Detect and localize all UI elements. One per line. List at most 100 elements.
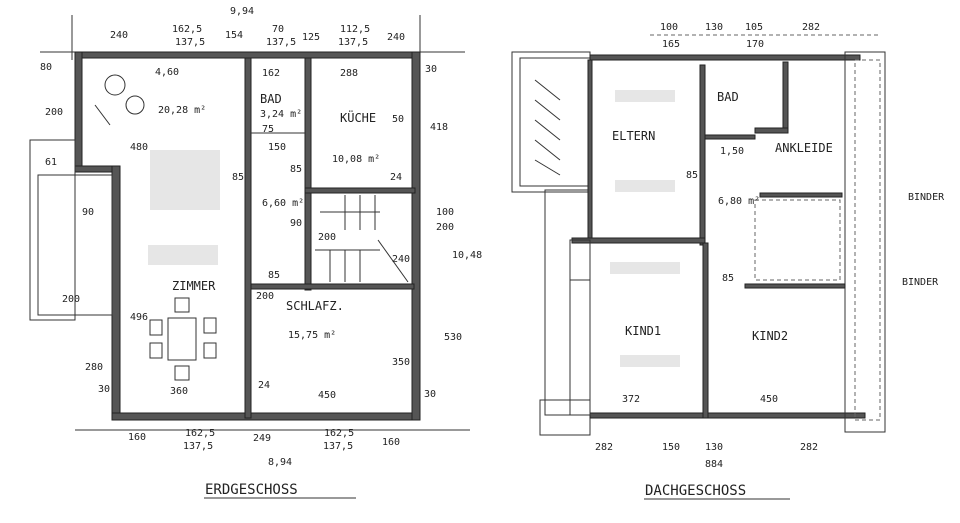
- wall: [111, 165, 121, 421]
- wall: [304, 187, 416, 194]
- dim: 450: [760, 394, 778, 405]
- wall: [704, 134, 756, 140]
- room-label-ankleide: ANKLEIDE: [775, 141, 833, 155]
- dim: 282: [802, 22, 820, 33]
- roof-strip: [539, 399, 591, 436]
- dim: 240: [110, 30, 128, 41]
- wall: [782, 61, 789, 133]
- dim: 30: [425, 64, 437, 75]
- dim: 125: [302, 32, 320, 43]
- room-label-kind1: KIND1: [625, 324, 661, 338]
- dim: 4,60: [155, 67, 179, 78]
- dim: 282: [595, 442, 613, 453]
- wall: [571, 237, 706, 244]
- roof-strip: [519, 57, 591, 187]
- room-label-zimmer: ZIMMER: [172, 279, 216, 293]
- dim: 240: [392, 254, 410, 265]
- dim: 137,5: [266, 37, 296, 48]
- dim: 1,50: [720, 146, 744, 157]
- dim: 70: [272, 24, 284, 35]
- roof-strip: [544, 189, 591, 416]
- dim: 137,5: [323, 441, 353, 452]
- dim: 162,5: [172, 24, 202, 35]
- dim: 496: [130, 312, 148, 323]
- terrace: [37, 174, 113, 316]
- dim: 61: [45, 157, 57, 168]
- blurred-area: [150, 150, 220, 210]
- dim: 137,5: [183, 441, 213, 452]
- staircase: [754, 199, 841, 281]
- dim: 154: [225, 30, 243, 41]
- roof-strip: [844, 51, 886, 433]
- wall: [759, 192, 843, 198]
- dim: 30: [98, 384, 110, 395]
- dim: 530: [444, 332, 462, 343]
- dim: 112,5: [340, 24, 370, 35]
- blurred-area: [620, 355, 680, 367]
- dim: 360: [170, 386, 188, 397]
- dim: 24: [258, 380, 270, 391]
- dim: 350: [392, 357, 410, 368]
- dim: 85: [290, 164, 302, 175]
- room-area: 6,80 m²: [718, 196, 760, 207]
- dim: 24: [390, 172, 402, 183]
- dim: 137,5: [338, 37, 368, 48]
- dim: 200: [62, 294, 80, 305]
- dim: 150: [662, 442, 680, 453]
- dim: 150: [268, 142, 286, 153]
- dim: 75: [262, 124, 274, 135]
- dim: 130: [705, 442, 723, 453]
- dim: 200: [436, 222, 454, 233]
- dim: 137,5: [175, 37, 205, 48]
- wall: [589, 412, 866, 419]
- binder-label: BINDER: [902, 277, 939, 288]
- dim: 884: [705, 459, 723, 470]
- dim: 200: [45, 107, 63, 118]
- room-label-kind2: KIND2: [752, 329, 788, 343]
- dim: 50: [392, 114, 404, 125]
- dim: 90: [82, 207, 94, 218]
- wall: [744, 283, 846, 289]
- room-label-kueche: KÜCHE: [340, 109, 376, 125]
- wall: [702, 242, 709, 419]
- plan-title-dachgeschoss: DACHGESCHOSS: [645, 483, 746, 499]
- dim: 90: [290, 218, 302, 229]
- wall: [699, 64, 706, 246]
- room-area: 20,28 m²: [158, 105, 206, 116]
- dim: 170: [746, 39, 764, 50]
- dim: 30: [424, 389, 436, 400]
- roof-strip: [569, 239, 591, 281]
- dim: 85: [686, 170, 698, 181]
- room-label-bad: BAD: [717, 90, 739, 104]
- dim: 280: [85, 362, 103, 373]
- dim: 100: [436, 207, 454, 218]
- dim: 160: [128, 432, 146, 443]
- room-area: 10,08 m²: [332, 154, 380, 165]
- staircase: [315, 195, 409, 283]
- dim: 85: [722, 273, 734, 284]
- room-area: 3,24 m²: [260, 109, 302, 120]
- terrace: [29, 139, 76, 321]
- roof-strip: [569, 279, 591, 416]
- dim: 200: [318, 232, 336, 243]
- dim: 162,5: [324, 428, 354, 439]
- wall: [111, 412, 421, 421]
- wall: [304, 57, 312, 291]
- blurred-area: [148, 245, 218, 265]
- dim: 418: [430, 122, 448, 133]
- dim: 162: [262, 68, 280, 79]
- dim: 8,94: [268, 457, 292, 468]
- dim: 130: [705, 22, 723, 33]
- dim: 372: [622, 394, 640, 405]
- dim: 162,5: [185, 428, 215, 439]
- dim: 105: [745, 22, 763, 33]
- wall: [754, 127, 789, 134]
- wall: [244, 57, 252, 419]
- room-area: 15,75 m²: [288, 330, 336, 341]
- dim: 480: [130, 142, 148, 153]
- blurred-area: [615, 90, 675, 102]
- dining-table: [149, 297, 217, 381]
- wall: [74, 51, 83, 173]
- dim: 80: [40, 62, 52, 73]
